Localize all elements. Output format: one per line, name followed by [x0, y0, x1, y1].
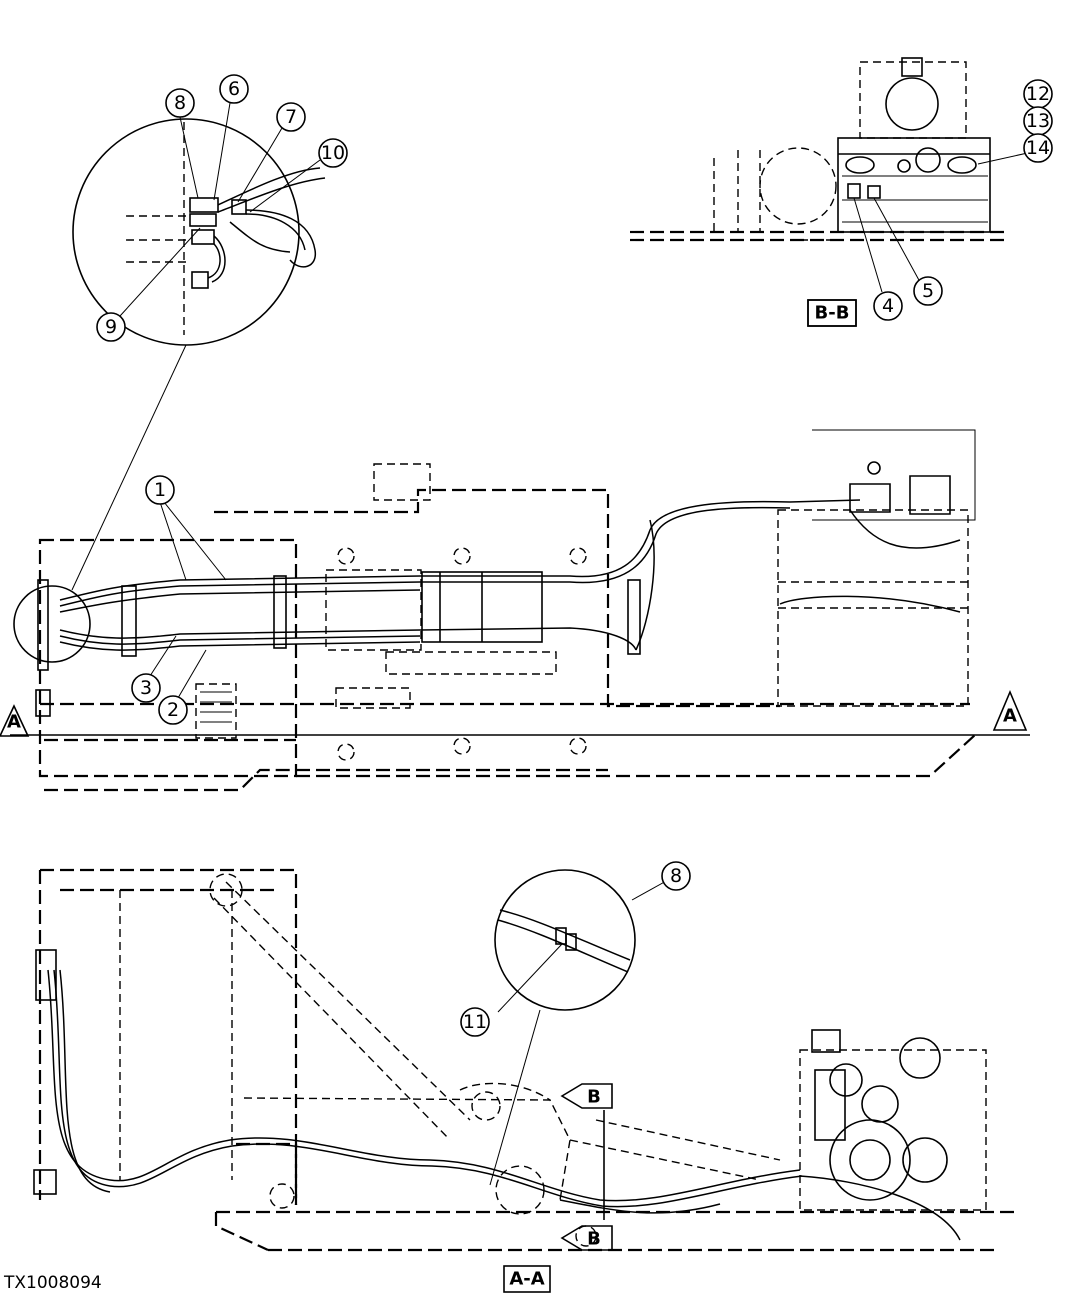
svg-text:13: 13	[1026, 110, 1050, 132]
callout-7: 7	[237, 102, 306, 203]
svg-text:10: 10	[321, 142, 345, 164]
section-arrow-b-bottom: B	[560, 1225, 613, 1251]
callout-2: 2	[158, 695, 188, 725]
callout-6: 6	[213, 74, 249, 201]
callout-9: 9	[96, 227, 201, 342]
callout-3: 3	[131, 673, 161, 703]
section-view-a-a	[33, 868, 1020, 1252]
svg-text:12: 12	[1026, 83, 1050, 105]
svg-text:9: 9	[105, 316, 117, 338]
svg-text:7: 7	[285, 106, 297, 128]
main-top-view	[10, 429, 1030, 792]
section-label-b-b: B-B	[807, 299, 857, 327]
svg-text:8: 8	[670, 865, 682, 887]
svg-text:5: 5	[922, 280, 934, 302]
svg-text:4: 4	[882, 295, 894, 317]
svg-text:14: 14	[1026, 137, 1050, 159]
svg-text:A-A: A-A	[509, 1269, 544, 1290]
svg-text:1: 1	[154, 479, 166, 501]
callout-1: 1	[145, 475, 175, 505]
callout-13: 13	[1023, 106, 1053, 136]
section-view-b-b	[630, 57, 1033, 327]
svg-text:2: 2	[167, 699, 179, 721]
callout-14: 14	[1023, 133, 1053, 163]
section-label-a-a: A-A	[503, 1265, 551, 1293]
svg-text:11: 11	[463, 1011, 487, 1033]
callout-5: 5	[913, 276, 943, 306]
section-arrow-a-left: A	[0, 704, 30, 737]
callout-10: 10	[249, 138, 348, 213]
svg-text:B: B	[587, 1087, 601, 1108]
callout-11: 11	[460, 1007, 490, 1037]
detail-view-top-left	[71, 118, 326, 591]
section-arrow-a-right: A	[992, 689, 1028, 731]
figure-id: TX1008094	[3, 1273, 102, 1293]
svg-text:B: B	[587, 1229, 601, 1250]
callout-8-bottom: 8	[661, 861, 691, 891]
section-arrow-b-top: B	[560, 1083, 613, 1109]
svg-text:B-B: B-B	[815, 303, 850, 324]
svg-text:8: 8	[174, 92, 186, 114]
callout-8-top: 8	[165, 88, 199, 199]
svg-text:A: A	[1003, 706, 1017, 727]
svg-text:6: 6	[228, 78, 240, 100]
svg-text:3: 3	[140, 677, 152, 699]
callout-4: 4	[873, 291, 903, 321]
svg-text:A: A	[7, 712, 21, 733]
callout-12: 12	[1023, 79, 1053, 109]
